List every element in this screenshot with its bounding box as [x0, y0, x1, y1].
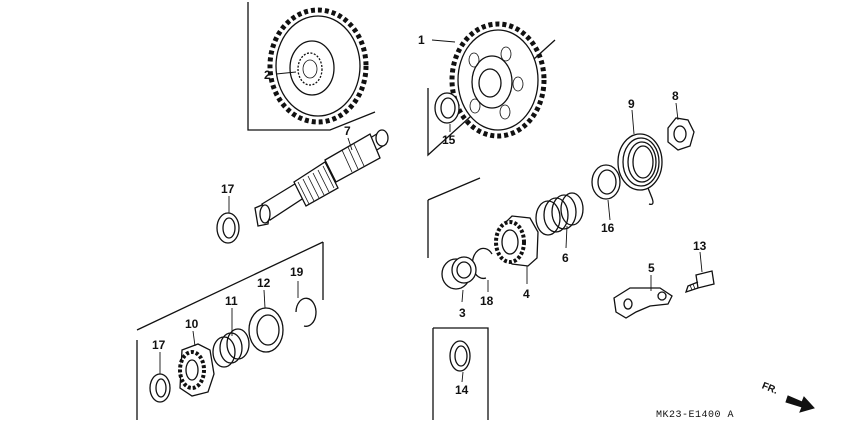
circlip-part-19 [295, 297, 317, 327]
callout-11: 11 [225, 294, 238, 308]
bracket-part-5 [613, 287, 673, 319]
spring-part-9 [617, 133, 663, 206]
gear-part-1 [449, 21, 547, 139]
callout-10: 10 [185, 317, 199, 331]
collar-part-3 [441, 256, 477, 290]
washer-part-14 [449, 340, 471, 372]
callout-6: 6 [562, 251, 569, 265]
callout-1: 1 [418, 33, 425, 47]
callout-9: 9 [628, 97, 635, 111]
leader-lines [159, 39, 703, 383]
spring-part-11 [212, 328, 250, 368]
callout-14: 14 [455, 383, 469, 397]
callout-5: 5 [648, 261, 655, 275]
washer-part-17-lower [149, 373, 171, 403]
callout-16: 16 [601, 221, 615, 235]
callout-15: 15 [442, 133, 456, 147]
callout-7: 7 [344, 124, 351, 138]
ratchet-part-4 [494, 215, 539, 267]
callouts: 1 2 3 4 5 6 7 8 9 10 11 12 13 14 15 16 1… [152, 33, 707, 397]
nut-part-8 [667, 117, 695, 151]
circlip-part-18 [471, 247, 493, 280]
callout-4: 4 [523, 287, 530, 301]
front-direction-indicator: FR. [760, 381, 815, 413]
spring-part-6 [535, 192, 584, 236]
washer-part-17-upper [216, 212, 240, 244]
callout-8: 8 [672, 89, 679, 103]
bolt-part-13 [684, 270, 715, 294]
callout-3: 3 [459, 306, 466, 320]
callout-12: 12 [257, 276, 271, 290]
callout-2: 2 [264, 68, 271, 82]
washer-part-12 [248, 307, 284, 353]
gear-part-2 [267, 7, 369, 125]
callout-13: 13 [693, 239, 707, 253]
front-arrow-icon [785, 395, 815, 413]
washer-part-16 [591, 164, 621, 200]
drawing-code: MK23-E1400 A [656, 410, 734, 421]
washer-part-15 [434, 92, 460, 124]
callout-17-upper: 17 [221, 182, 235, 196]
gear-part-10 [178, 343, 215, 397]
shaft-part-7 [254, 129, 389, 227]
front-direction-label: FR. [760, 381, 779, 397]
callout-19: 19 [290, 265, 304, 279]
callout-17-lower: 17 [152, 338, 166, 352]
callout-18: 18 [480, 294, 494, 308]
